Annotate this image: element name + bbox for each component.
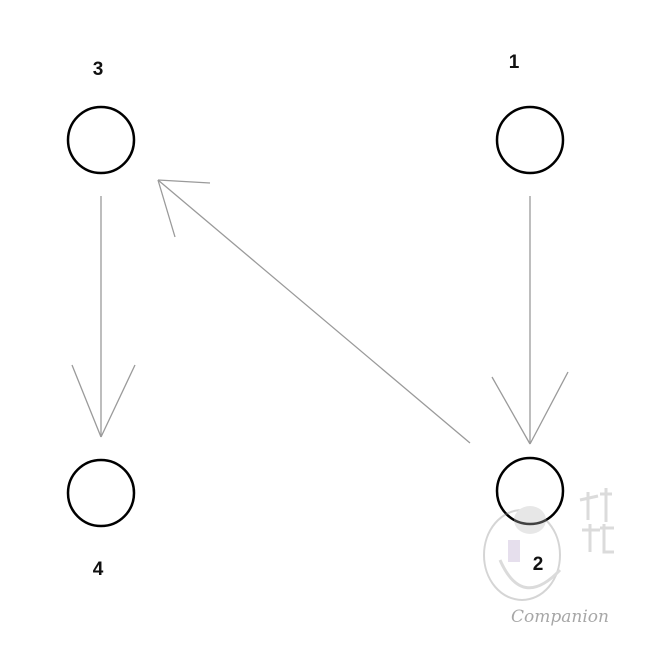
node-2-circle [495,456,565,526]
node-4-label: 4 [93,559,104,580]
edge-1-to-2-arrowhead-right [529,371,569,445]
node-2: 2 [495,456,565,575]
edge-2-to-3-line [157,179,471,444]
edge-1-to-2-arrowhead-left [491,376,531,445]
watermark-glyphs-icon [579,488,614,554]
node-4: 4 [66,458,136,580]
edge-3-to-4-arrowhead-left [71,364,102,438]
nodes: 1 2 3 4 [66,52,565,580]
edge-3-to-4 [71,196,136,438]
node-1: 1 [495,52,565,175]
edge-1-to-2 [491,196,569,445]
node-3-circle [66,105,136,175]
edge-2-to-3-arrowhead-bottom [157,179,176,238]
edge-2-to-3 [157,179,471,444]
watermark-logo [483,488,614,601]
node-1-circle [495,105,565,175]
watermark-figure-icon [483,509,561,601]
watermark-text: Companion [511,607,609,627]
edges [71,179,569,445]
watermark-head-icon [514,506,546,534]
node-4-circle [66,458,136,528]
edge-3-to-4-arrowhead-right [100,364,136,438]
node-3: 3 [66,59,136,175]
edge-2-to-3-arrowhead-top [157,179,211,184]
watermark-swirl-icon [498,559,562,590]
node-3-label: 3 [93,59,104,80]
watermark-accent-icon [508,540,520,562]
node-1-label: 1 [509,52,520,73]
node-2-label: 2 [533,554,544,575]
